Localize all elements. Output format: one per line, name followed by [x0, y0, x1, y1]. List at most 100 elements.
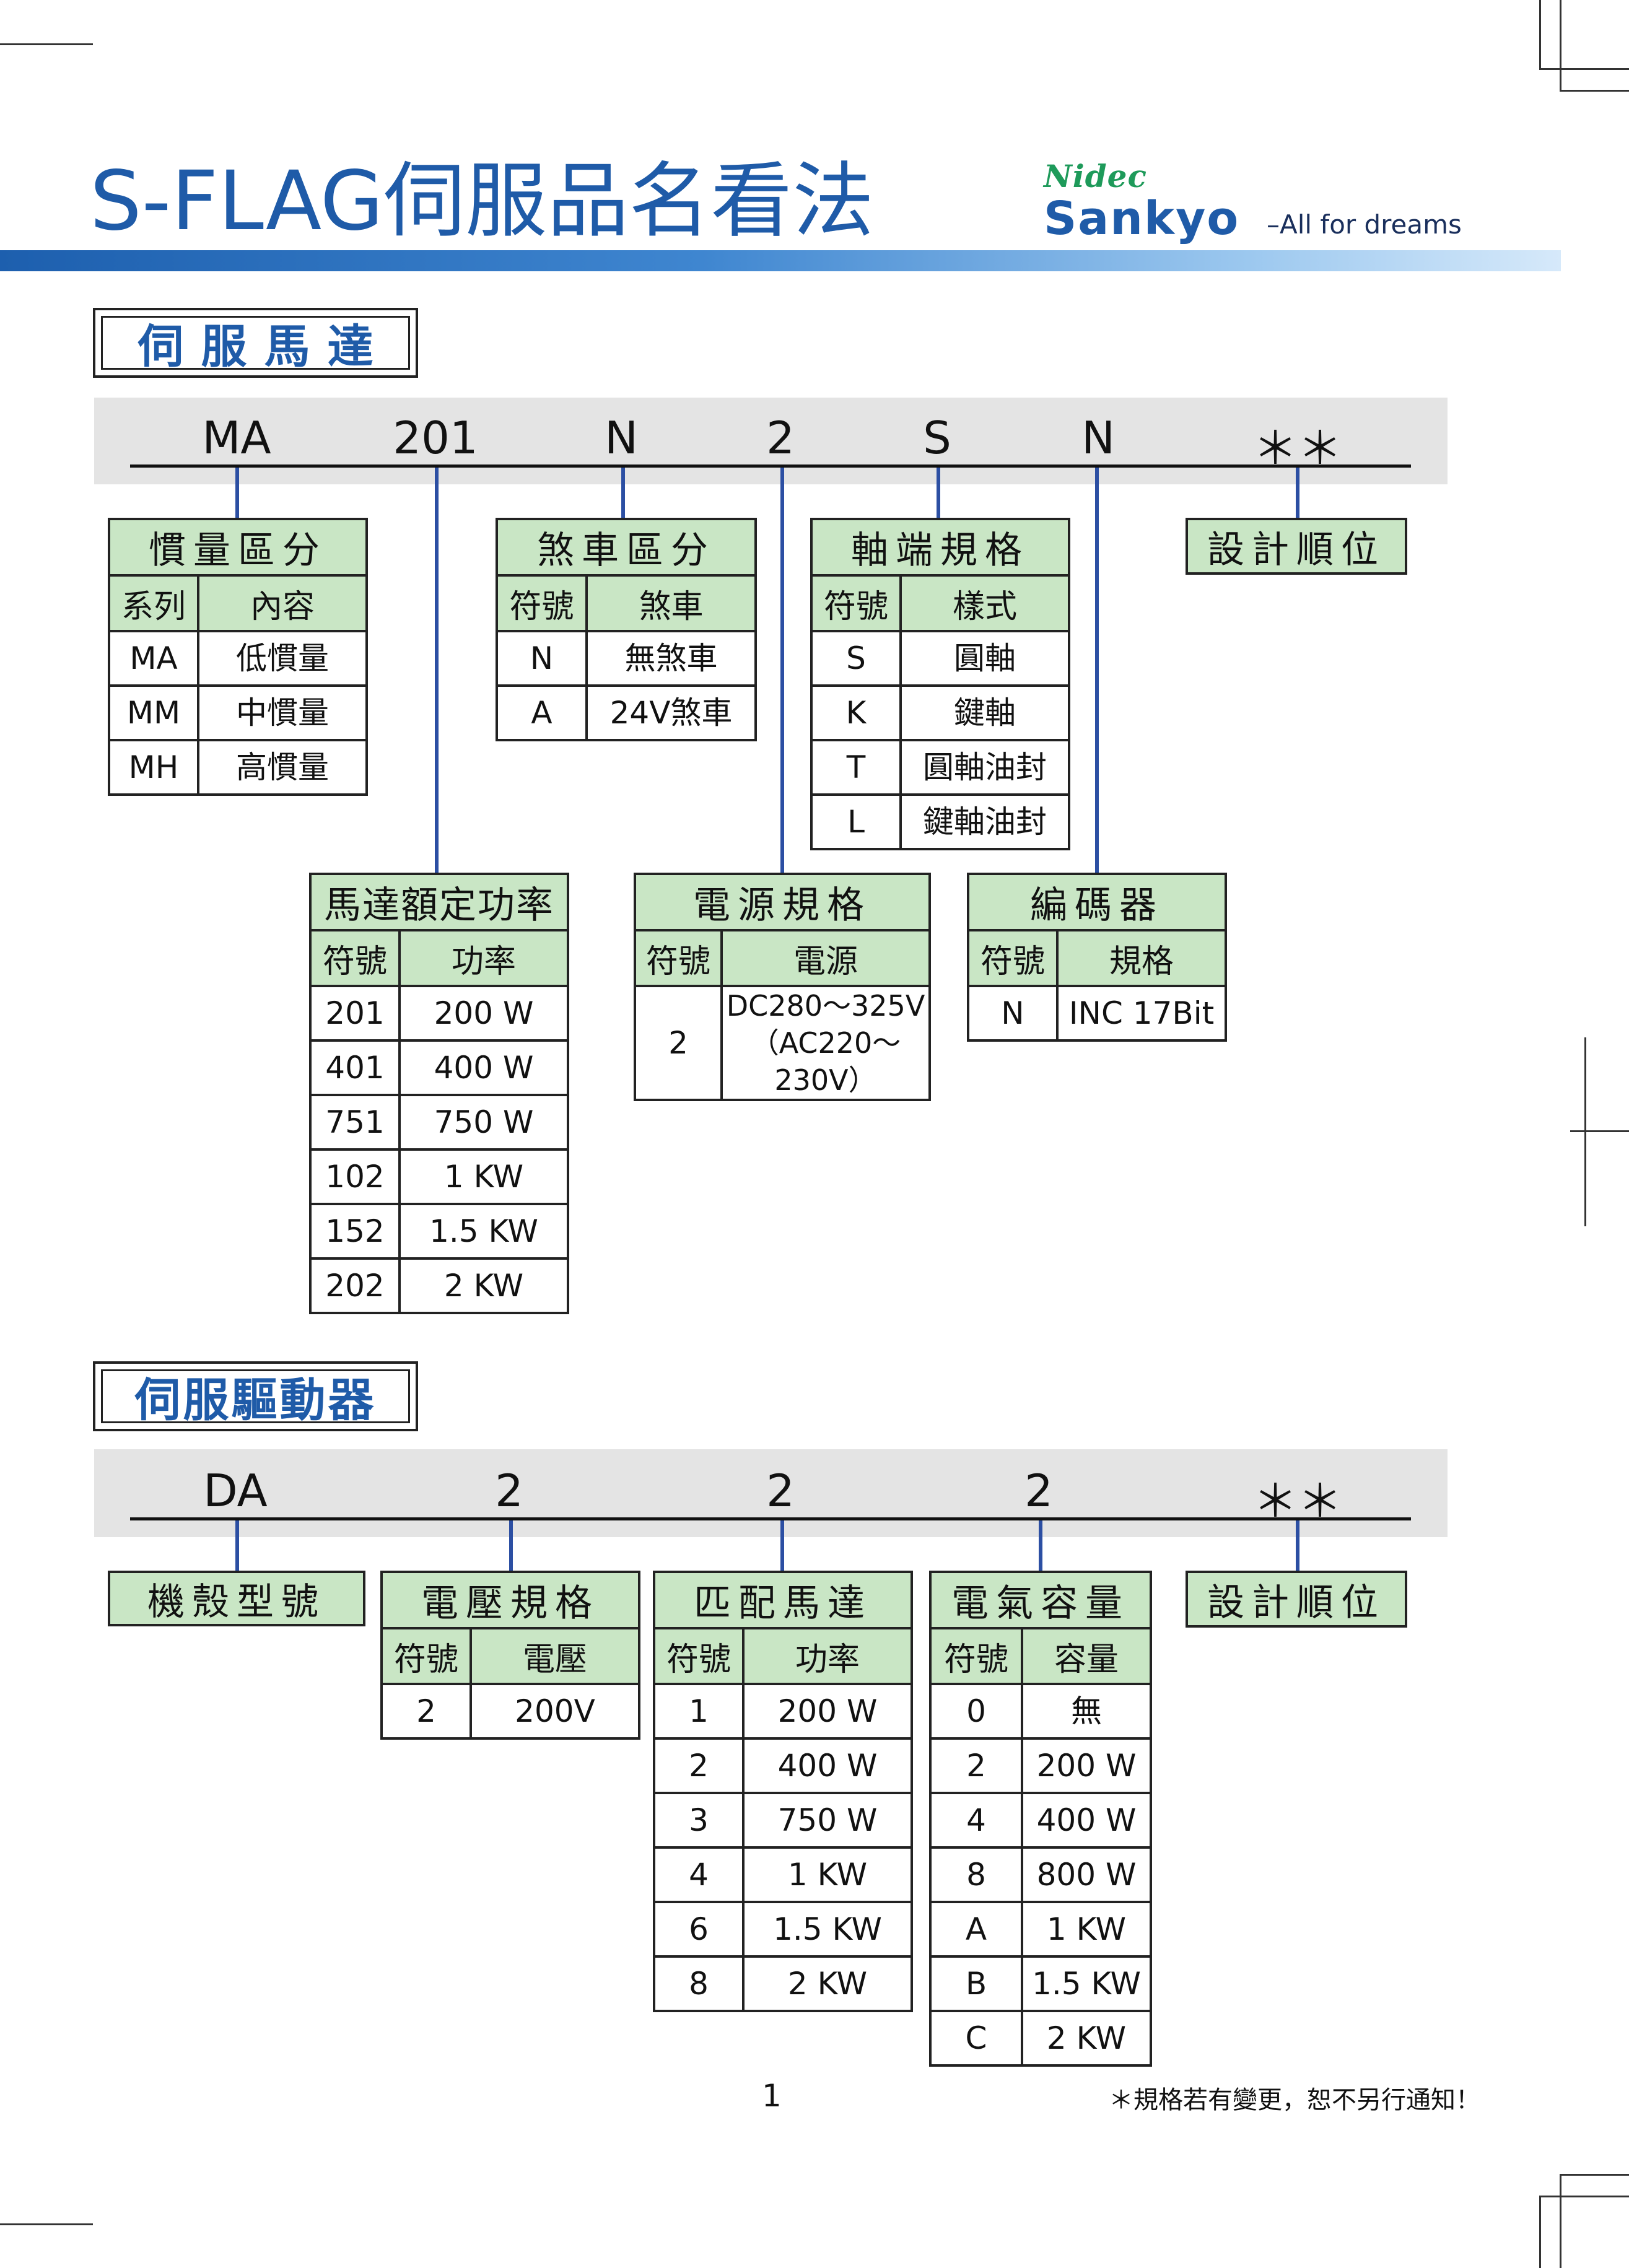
connector-line: [235, 1520, 239, 1571]
power-cell: 2 KW: [398, 1257, 569, 1314]
motor-code-underline: [130, 465, 1411, 468]
brake-cell: N: [496, 630, 588, 687]
power-cell: 751: [309, 1094, 401, 1151]
motor-section-label: 伺服馬達: [93, 308, 418, 378]
inertia-table-title: 慣量區分: [108, 518, 368, 577]
inertia-header-series: 系列: [108, 574, 199, 632]
brake-header-symbol: 符號: [496, 574, 588, 632]
drive-code-capacity: 2: [1024, 1465, 1053, 1517]
motor-code-shaft: S: [923, 412, 951, 464]
motor-code-band: [94, 398, 1448, 484]
capacity-cell: 2: [929, 1737, 1023, 1794]
connector-line: [621, 468, 625, 518]
crop-mark: [1570, 1130, 1629, 1132]
brake-cell: 24V煞車: [585, 684, 757, 741]
matching-header-symbol: 符號: [653, 1627, 745, 1685]
power-cell: 102: [309, 1148, 401, 1205]
connector-line: [235, 468, 239, 518]
connector-line: [1296, 468, 1299, 518]
page-number: 1: [762, 2078, 782, 2114]
drive-code-underline: [130, 1517, 1411, 1520]
shaft-cell: 鍵軸: [899, 684, 1070, 741]
supply-header-source: 電源: [720, 929, 931, 987]
voltage-header-voltage: 電壓: [469, 1627, 640, 1685]
capacity-cell: 1.5 KW: [1021, 1955, 1152, 2012]
crop-mark: [1560, 2174, 1629, 2176]
brake-table-title: 煞車區分: [496, 518, 757, 577]
crop-mark: [0, 2223, 93, 2225]
capacity-cell: 800 W: [1021, 1846, 1152, 1903]
matching-cell: 1: [653, 1683, 745, 1740]
capacity-table-title: 電氣容量: [929, 1571, 1152, 1629]
motor-code-series: MA: [202, 412, 271, 464]
nidec-logo: Nidec: [1044, 158, 1147, 194]
brake-cell: 無煞車: [585, 630, 757, 687]
shaft-cell: 圓軸: [899, 630, 1070, 687]
capacity-cell: 無: [1021, 1683, 1152, 1740]
crop-mark: [1539, 68, 1629, 70]
drive-model-box: 機殼型號: [108, 1571, 365, 1626]
motor-code-power: 201: [393, 412, 478, 464]
crop-mark: [1539, 2196, 1541, 2268]
shaft-cell: 鍵軸油封: [899, 793, 1070, 850]
encoder-cell: INC 17Bit: [1056, 985, 1227, 1042]
drive-design-order-label: 設計順位: [1207, 1581, 1386, 1625]
shaft-header-style: 樣式: [899, 574, 1070, 632]
matching-cell: 4: [653, 1846, 745, 1903]
matching-header-power: 功率: [742, 1627, 913, 1685]
supply-table: 電源規格 符號電源 2 DC280～325V （AC220～230V）: [634, 873, 931, 1101]
crop-mark: [1539, 2196, 1629, 2197]
power-cell: 401: [309, 1039, 401, 1096]
supply-table-title: 電源規格: [634, 873, 931, 931]
motor-design-order-label: 設計順位: [1207, 528, 1386, 572]
drive-code-band: [94, 1449, 1448, 1537]
drive-code-matching: 2: [766, 1465, 795, 1517]
voltage-table-title: 電壓規格: [380, 1571, 640, 1629]
crop-mark: [1560, 2174, 1561, 2268]
brake-cell: A: [496, 684, 588, 741]
power-table-title: 馬達額定功率: [309, 873, 569, 931]
inertia-cell: MM: [108, 684, 199, 741]
table-row: 2 DC280～325V （AC220～230V）: [634, 985, 931, 1101]
shaft-cell: L: [810, 793, 902, 850]
spec-change-note: ＊規格若有變更，恕不另行通知！: [1109, 2086, 1480, 2114]
matching-cell: 400 W: [742, 1737, 913, 1794]
connector-line: [780, 468, 784, 873]
slogan: –All for dreams: [1267, 209, 1462, 240]
voltage-cell: 200V: [469, 1683, 640, 1740]
power-cell: 201: [309, 985, 401, 1042]
connector-line: [435, 468, 439, 873]
crop-mark: [1539, 0, 1541, 68]
capacity-cell: 8: [929, 1846, 1023, 1903]
encoder-table-title: 編碼器: [967, 873, 1227, 931]
brake-header-brake: 煞車: [585, 574, 757, 632]
power-cell: 750 W: [398, 1094, 569, 1151]
motor-section-title: 伺服馬達: [101, 316, 410, 373]
drive-model-label: 機殼型號: [147, 1580, 326, 1624]
power-cell: 1.5 KW: [398, 1203, 569, 1260]
shaft-cell: 圓軸油封: [899, 739, 1070, 796]
connector-line: [780, 1520, 784, 1571]
matching-cell: 2: [653, 1737, 745, 1794]
power-cell: 152: [309, 1203, 401, 1260]
connector-line: [937, 468, 940, 518]
matching-cell: 8: [653, 1955, 745, 2012]
power-cell: 202: [309, 1257, 401, 1314]
shaft-header-symbol: 符號: [810, 574, 902, 632]
